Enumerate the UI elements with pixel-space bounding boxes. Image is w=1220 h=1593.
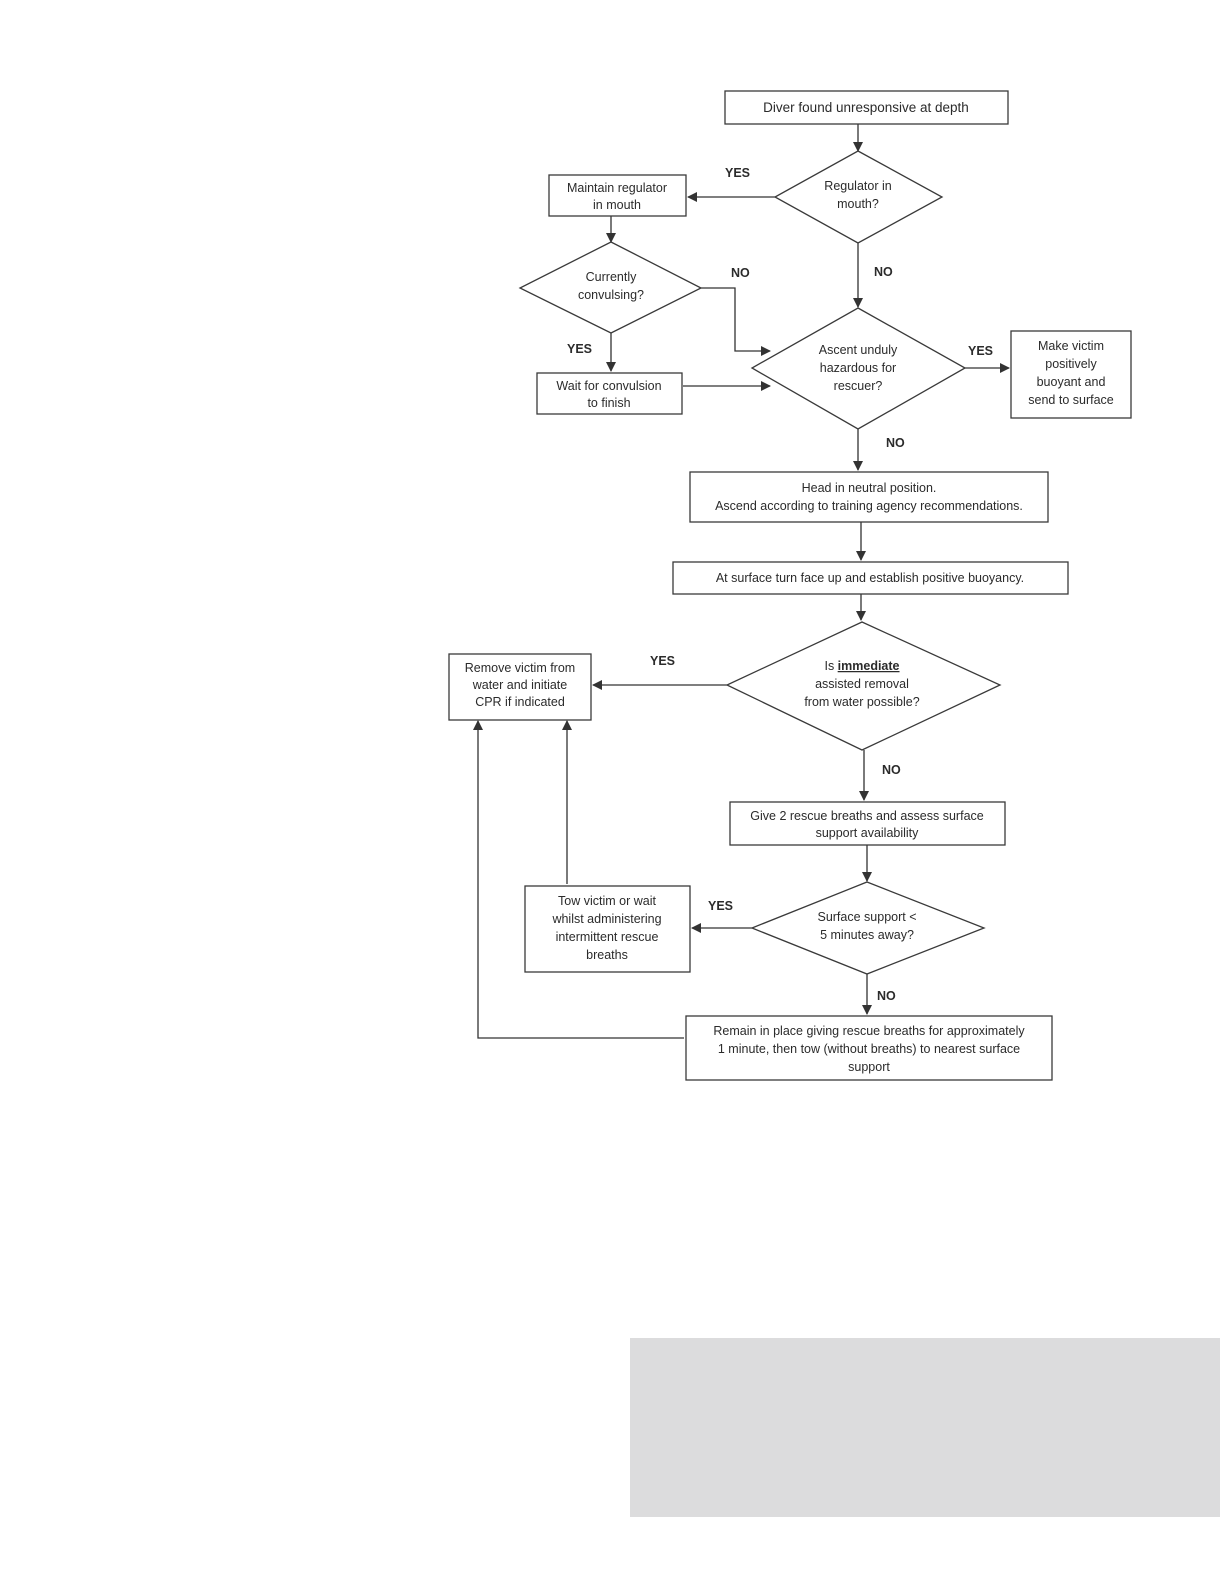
label-removal-no: NO [882, 763, 901, 777]
decision-removal-line-2: assisted removal [815, 677, 909, 691]
node-buoyant-line-2: positively [1045, 357, 1097, 371]
node-remove-line-1: Remove victim from [465, 661, 575, 675]
node-wait-convulsion: Wait for convulsion to finish [536, 372, 683, 415]
decision-support-line-1: Surface support < [817, 910, 916, 924]
label-regulator-yes: YES [725, 166, 750, 180]
node-tow-line-4: breaths [586, 948, 628, 962]
decision-convulsing-line-2: convulsing? [578, 288, 644, 302]
decision-support: Surface support < 5 minutes away? [750, 881, 986, 975]
node-buoyant-line-4: send to surface [1028, 393, 1114, 407]
decision-regulator: Regulator in mouth? [773, 150, 944, 244]
node-tow-victim: Tow victim or wait whilst administering … [524, 885, 691, 973]
node-start: Diver found unresponsive at depth [724, 90, 1009, 125]
decision-removal: Is immediate assisted removal from water… [725, 621, 1002, 751]
node-tow-line-3: intermittent rescue [556, 930, 659, 944]
decision-convulsing-line-1: Currently [586, 270, 637, 284]
decision-removal-prefix: Is [824, 659, 837, 673]
node-remain-line-2: 1 minute, then tow (without breaths) to … [718, 1042, 1020, 1056]
node-rescue-breaths: Give 2 rescue breaths and assess surface… [729, 801, 1006, 846]
node-remove-line-3: CPR if indicated [475, 695, 565, 709]
edge-convulsing-no [701, 287, 771, 356]
node-buoyant-line-3: buoyant and [1037, 375, 1106, 389]
decision-removal-line-1: Is immediate [824, 659, 899, 673]
node-head-neutral: Head in neutral position. Ascend accordi… [689, 471, 1049, 523]
node-maintain-regulator: Maintain regulator in mouth [548, 174, 687, 217]
node-start-text: Diver found unresponsive at depth [763, 100, 969, 115]
label-ascent-no: NO [886, 436, 905, 450]
node-wait-line-1: Wait for convulsion [556, 379, 661, 393]
decision-regulator-line-1: Regulator in [824, 179, 891, 193]
node-maintain-line-1: Maintain regulator [567, 181, 667, 195]
node-make-buoyant: Make victim positively buoyant and send … [1010, 330, 1132, 419]
node-wait-line-2: to finish [587, 396, 630, 410]
label-removal-yes: YES [650, 654, 675, 668]
decision-regulator-line-2: mouth? [837, 197, 879, 211]
node-head-line-2: Ascend according to training agency reco… [715, 499, 1023, 513]
node-tow-line-1: Tow victim or wait [558, 894, 656, 908]
node-tow-line-2: whilst administering [551, 912, 661, 926]
node-at-surface: At surface turn face up and establish po… [672, 561, 1069, 595]
label-convulsing-yes: YES [567, 342, 592, 356]
connectors [473, 124, 1010, 1039]
label-support-yes: YES [708, 899, 733, 913]
node-breaths-line-2: support availability [816, 826, 920, 840]
node-breaths-line-1: Give 2 rescue breaths and assess surface [750, 809, 984, 823]
node-remain-in-place: Remain in place giving rescue breaths fo… [685, 1015, 1053, 1081]
decision-convulsing: Currently convulsing? [518, 241, 703, 334]
decision-support-line-2: 5 minutes away? [820, 928, 914, 942]
node-remove-victim: Remove victim from water and initiate CP… [448, 653, 592, 721]
decision-ascent-line-1: Ascent unduly [819, 343, 898, 357]
node-remove-line-2: water and initiate [472, 678, 568, 692]
node-remain-line-3: support [848, 1060, 890, 1074]
node-maintain-line-2: in mouth [593, 198, 641, 212]
node-surface-text: At surface turn face up and establish po… [716, 571, 1024, 585]
node-buoyant-line-1: Make victim [1038, 339, 1104, 353]
edge-labels: YES NO NO YES YES NO YES NO YES NO [567, 166, 993, 1003]
grey-panel [630, 1338, 1220, 1517]
decision-ascent-line-3: rescuer? [834, 379, 883, 393]
decision-removal-line-3: from water possible? [804, 695, 919, 709]
decision-removal-emphasis: immediate [838, 659, 900, 673]
label-regulator-no: NO [874, 265, 893, 279]
label-convulsing-no: NO [731, 266, 750, 280]
node-remain-line-1: Remain in place giving rescue breaths fo… [713, 1024, 1025, 1038]
edge-remain-to-remove [473, 720, 684, 1039]
decision-ascent: Ascent unduly hazardous for rescuer? [750, 307, 967, 430]
label-ascent-yes: YES [968, 344, 993, 358]
node-head-line-1: Head in neutral position. [802, 481, 937, 495]
label-support-no: NO [877, 989, 896, 1003]
decision-ascent-line-2: hazardous for [820, 361, 896, 375]
